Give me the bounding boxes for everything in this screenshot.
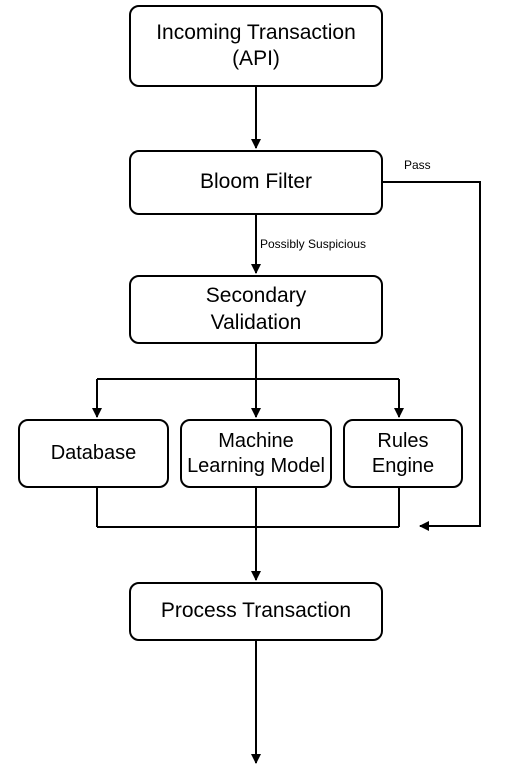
node-incoming-transaction: Incoming Transaction (API) — [129, 5, 383, 87]
node-secondary-validation: Secondary Validation — [129, 275, 383, 344]
edge-label-possibly-suspicious: Possibly Suspicious — [260, 237, 367, 251]
node-bloom-filter: Bloom Filter — [129, 150, 383, 215]
node-rules-engine: Rules Engine — [343, 419, 463, 488]
node-machine-learning-model: Machine Learning Model — [180, 419, 332, 488]
arrow-pass-bypass — [382, 181, 481, 531]
node-database: Database — [18, 419, 169, 488]
node-process-transaction: Process Transaction — [129, 582, 383, 641]
edge-label-pass: Pass — [404, 158, 431, 172]
